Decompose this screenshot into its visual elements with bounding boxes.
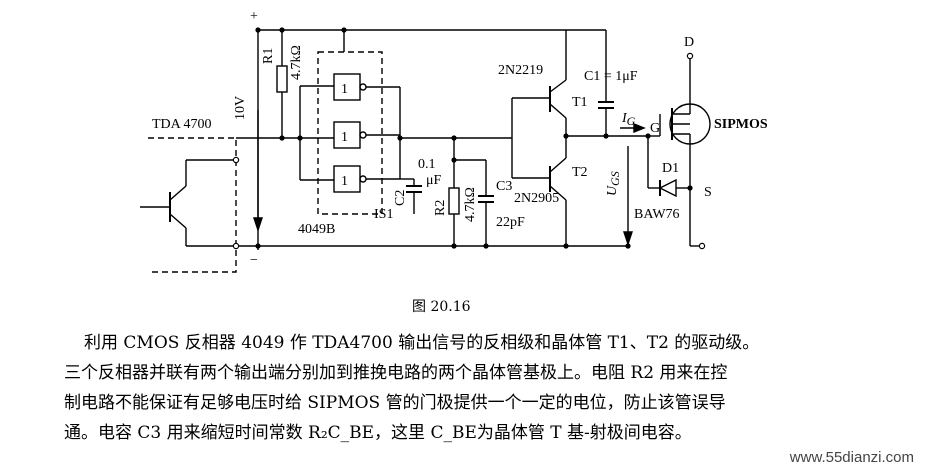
figure-caption: 图 20.16 bbox=[412, 299, 471, 315]
label-c2-unit: μF bbox=[426, 173, 442, 188]
is1-package bbox=[317, 51, 383, 215]
label-r1: R1 bbox=[261, 48, 276, 64]
label-t1: T1 bbox=[572, 95, 588, 110]
label-plus: + bbox=[250, 9, 258, 24]
label-c3: C3 bbox=[496, 179, 512, 194]
label-baw76: BAW76 bbox=[634, 207, 680, 222]
label-minus: − bbox=[250, 253, 258, 268]
r1-resistor bbox=[276, 65, 288, 93]
label-ugs: UGS bbox=[605, 171, 622, 196]
label-r1-value: 4.7kΩ bbox=[289, 45, 304, 80]
description-line-4: 通。电容 C3 用来缩短时间常数 R₂C_BE，这里 C_BE为晶体管 T 基-… bbox=[64, 423, 692, 443]
gate-3-label: 1 bbox=[341, 174, 348, 189]
gate-1-label: 1 bbox=[341, 82, 348, 97]
label-t2: T2 bbox=[572, 165, 588, 180]
label-c2: C2 bbox=[393, 190, 408, 206]
tda4700-box bbox=[148, 137, 237, 273]
label-c2-value: 0.1 bbox=[418, 157, 436, 172]
label-sipmos: SIPMOS bbox=[714, 117, 768, 132]
label-10v: 10V bbox=[233, 96, 248, 120]
label-2n2219: 2N2219 bbox=[498, 63, 543, 78]
label-s: S bbox=[704, 185, 712, 200]
description-line-1: 利用 CMOS 反相器 4049 作 TDA4700 输出信号的反相级和晶体管 … bbox=[84, 333, 760, 353]
description-line-3: 制电路不能保证有足够电压时给 SIPMOS 管的门极提供一个一定的电位，防止该管… bbox=[64, 393, 726, 413]
label-is1: IS1 bbox=[374, 207, 393, 222]
label-c1: C1 = 1μF bbox=[584, 69, 638, 84]
label-r2-value: 4.7kΩ bbox=[463, 187, 478, 222]
circuit-diagram: TDA 4700 10V + − R1 4.7kΩ 1 1 1 IS1 4049… bbox=[140, 9, 768, 273]
label-d1: D1 bbox=[662, 161, 679, 176]
label-d: D bbox=[684, 35, 694, 50]
label-2n2905: 2N2905 bbox=[514, 191, 559, 206]
gate-2-label: 1 bbox=[341, 130, 348, 145]
label-c3-value: 22pF bbox=[496, 215, 525, 230]
description: 利用 CMOS 反相器 4049 作 TDA4700 输出信号的反相级和晶体管 … bbox=[64, 328, 924, 448]
label-r2: R2 bbox=[433, 200, 448, 216]
d1-diode bbox=[658, 178, 677, 198]
label-tda4700: TDA 4700 bbox=[152, 117, 212, 132]
r2-resistor bbox=[448, 187, 460, 215]
description-line-2: 三个反相器并联有两个输出端分别加到推挽电路的两个晶体管基极上。电阻 R2 用来在… bbox=[64, 363, 728, 383]
label-4049b: 4049B bbox=[298, 222, 335, 237]
watermark: www.55dianzi.com bbox=[789, 449, 914, 466]
label-g: G bbox=[650, 121, 660, 136]
label-ig: IG bbox=[621, 111, 636, 128]
